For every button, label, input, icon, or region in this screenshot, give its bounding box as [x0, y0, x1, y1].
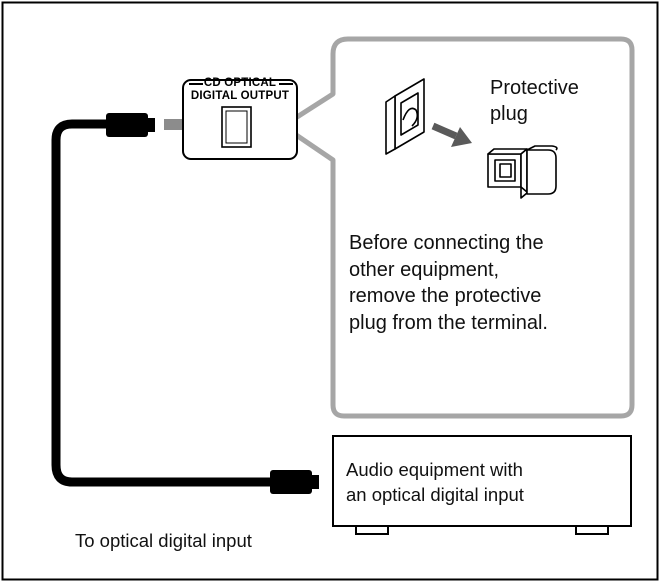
terminal-tag-line1: CD OPTICAL — [203, 77, 277, 89]
plug-label: Protective plug — [490, 75, 579, 127]
equipment-label-line: an optical digital input — [346, 484, 524, 505]
equipment-box — [332, 435, 632, 527]
remove-arrow — [431, 122, 472, 147]
callout-bubble — [280, 36, 635, 419]
equipment-foot-right — [575, 525, 609, 535]
instruction-line: other equipment, — [349, 258, 500, 281]
instruction-text: Before connecting the other equipment, r… — [349, 230, 548, 336]
plug-label-line: plug — [490, 103, 528, 125]
tag-line-right — [279, 83, 293, 85]
terminal-inner — [225, 110, 248, 144]
top-connector — [106, 113, 155, 137]
optical-cable — [51, 119, 277, 487]
socket-icon — [385, 78, 425, 155]
cable-caption: To optical digital input — [75, 530, 252, 551]
instruction-line: Before connecting the — [349, 232, 544, 254]
terminal-tag-line2: DIGITAL OUTPUT — [190, 90, 290, 102]
tag-line-left — [189, 83, 203, 85]
equipment-foot-left — [355, 525, 389, 535]
equipment-label: Audio equipment with an optical digital … — [346, 457, 524, 507]
equipment-label-line: Audio equipment with — [346, 459, 523, 480]
plug-label-line: Protective — [490, 77, 579, 99]
protective-plug-icon — [487, 145, 558, 199]
instruction-line: remove the protective — [349, 285, 542, 307]
instruction-line: plug from the terminal. — [349, 311, 548, 334]
optical-output-terminal — [221, 106, 252, 148]
bottom-connector — [270, 470, 319, 494]
